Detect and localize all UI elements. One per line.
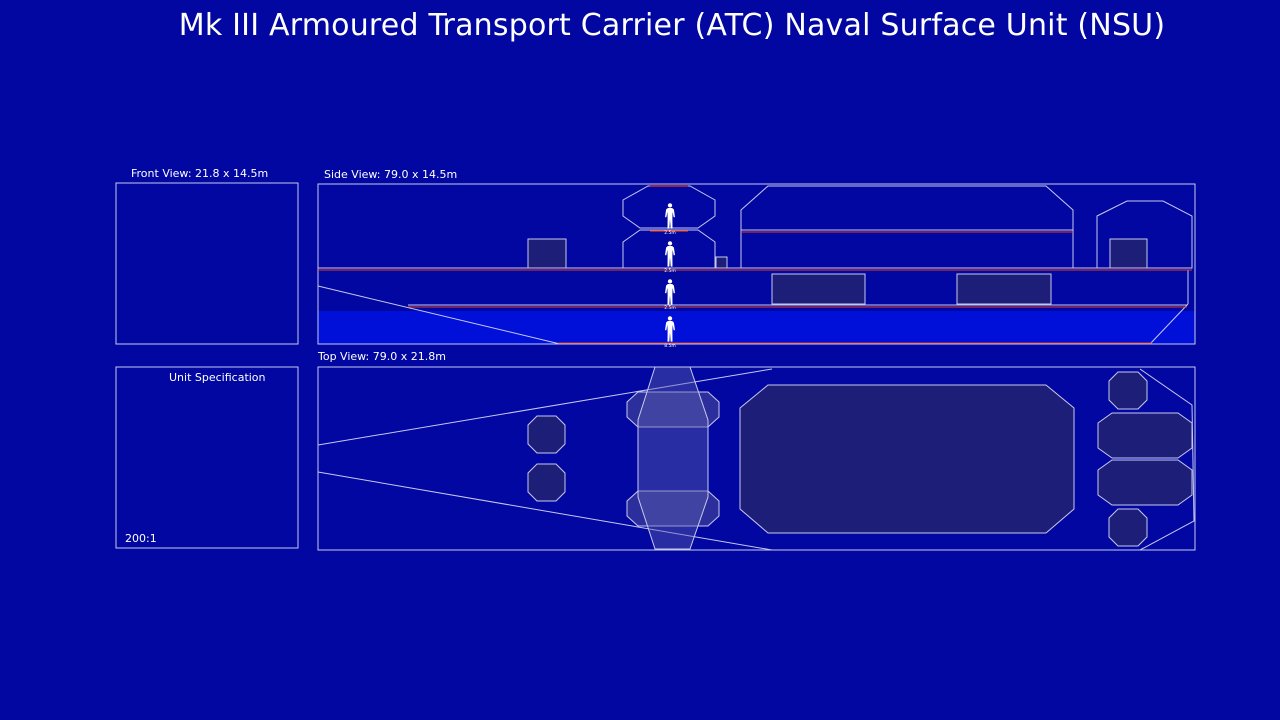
bridge-wing-starboard [626, 490, 720, 527]
page-title: Mk III Armoured Transport Carrier (ATC) … [178, 8, 1166, 43]
forward-hatch-port [527, 415, 566, 454]
cargo-block-2 [956, 273, 1052, 305]
side-view-drawing: 2.5m 2.5m 2.5m 8.5m [317, 183, 1196, 349]
scale-figure-3 [665, 279, 675, 305]
bridge-upper [622, 185, 716, 229]
deck-height-label-2: 2.5m [664, 268, 676, 274]
side-view-frame [317, 183, 1196, 345]
small-block [715, 256, 728, 269]
forward-hatch-starboard [527, 463, 566, 502]
waterline-fill [318, 311, 1195, 344]
main-superstructure [740, 185, 1074, 269]
bridge-body [637, 366, 709, 550]
aft-hatch-4 [1108, 508, 1148, 547]
aft-hatch-1 [1108, 371, 1148, 410]
bow-slope [317, 285, 561, 345]
deck-height-label-3: 2.5m [664, 305, 676, 311]
aft-hatch-2 [1097, 412, 1193, 459]
front-view-label: Front View: 21.8 x 14.5m [131, 167, 269, 180]
deck-height-label-1: 2.5m [664, 230, 676, 236]
aft-superstructure [1096, 200, 1193, 269]
aft-block [1109, 238, 1148, 269]
top-view-label: Top View: 79.0 x 21.8m [318, 350, 446, 363]
scale-figure-2 [665, 241, 675, 267]
scale-label: 200:1 [125, 532, 157, 545]
stern-outline [1139, 368, 1195, 551]
forward-block [527, 238, 567, 269]
aft-hatch-3 [1097, 459, 1193, 506]
hull-edge-starboard [317, 471, 773, 551]
side-view-label: Side View: 79.0 x 14.5m [324, 168, 458, 181]
spec-heading: Unit Specification [169, 371, 266, 384]
bridge-lower [622, 229, 716, 269]
deck-height-label-4: 8.5m [664, 343, 676, 349]
top-view-drawing [317, 366, 1196, 551]
cargo-block-1 [771, 273, 866, 305]
hull-edge-port [317, 368, 773, 446]
scale-figure-1 [665, 203, 675, 229]
front-view-frame [115, 182, 299, 345]
spec-panel-frame [115, 366, 299, 549]
main-deck-block [739, 384, 1075, 534]
